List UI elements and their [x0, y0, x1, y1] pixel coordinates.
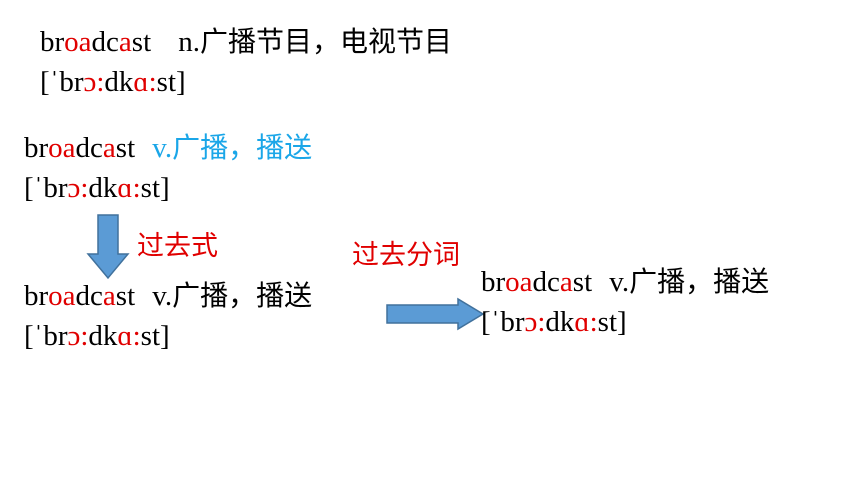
- past-word-line: broadcast v.广播，播送: [24, 276, 312, 316]
- phonetic-part: [ˈbr: [24, 172, 68, 204]
- verb-word-line: broadcast v.广播，播送: [24, 128, 312, 168]
- word-part: br: [40, 26, 65, 58]
- past-tense-entry: broadcast v.广播，播送 [ˈbrɔ:dkɑ:st]: [24, 276, 312, 356]
- word-part-highlight: a: [118, 26, 132, 58]
- word-part-highlight: a: [102, 280, 116, 312]
- word-part: br: [24, 280, 49, 312]
- word-part-highlight: oa: [48, 132, 76, 164]
- past-participle-entry: broadcast v.广播，播送 [ˈbrɔ:dkɑ:st]: [481, 262, 769, 342]
- phonetic-part-highlight: ɑ:: [117, 172, 141, 204]
- meaning: 广播，播送: [629, 265, 770, 298]
- noun-word-line: broadcast n.广播节目，电视节目: [40, 22, 452, 62]
- part-of-speech: v.: [609, 266, 630, 298]
- word-part-highlight: oa: [48, 280, 76, 312]
- verb-entry: broadcast v.广播，播送 [ˈbrɔ:dkɑ:st]: [24, 128, 312, 208]
- phonetic-part-highlight: ɑ:: [574, 306, 598, 338]
- participle-phonetic-line: [ˈbrɔ:dkɑ:st]: [481, 302, 769, 342]
- meaning: 广播节目，电视节目: [199, 25, 452, 58]
- phonetic-part: st]: [140, 172, 170, 204]
- phonetic-part: [ˈbr: [481, 306, 525, 338]
- past-tense-label: 过去式: [137, 231, 218, 262]
- part-of-speech: v.: [152, 280, 173, 312]
- noun-entry: broadcast n.广播节目，电视节目 [ˈbrɔ:dkɑ:st]: [40, 22, 452, 102]
- word-part: dc: [75, 280, 103, 312]
- phonetic-part-highlight: ɔ:: [524, 306, 546, 338]
- word-part-highlight: oa: [64, 26, 92, 58]
- phonetic-part: dk: [88, 172, 118, 204]
- word-part: st: [115, 280, 136, 312]
- word-part-highlight: a: [102, 132, 116, 164]
- word-part: dc: [91, 26, 119, 58]
- phonetic-part: st]: [597, 306, 627, 338]
- meaning: 广播，播送: [172, 131, 313, 164]
- meaning: 广播，播送: [172, 279, 313, 312]
- arrow-right-icon: [386, 297, 485, 331]
- phonetic-part-highlight: ɔ:: [67, 172, 89, 204]
- participle-word-line: broadcast v.广播，播送: [481, 262, 769, 302]
- phonetic-part: [ˈbr: [40, 66, 84, 98]
- phonetic-part: [ˈbr: [24, 320, 68, 352]
- phonetic-part-highlight: ɔ:: [67, 320, 89, 352]
- phonetic-part-highlight: ɑ:: [133, 66, 157, 98]
- past-participle-label: 过去分词: [352, 240, 460, 271]
- verb-phonetic-line: [ˈbrɔ:dkɑ:st]: [24, 168, 312, 208]
- phonetic-part: dk: [104, 66, 134, 98]
- phonetic-part: dk: [545, 306, 575, 338]
- word-part: st: [572, 266, 593, 298]
- word-part: dc: [75, 132, 103, 164]
- word-part: br: [24, 132, 49, 164]
- word-part-highlight: oa: [505, 266, 533, 298]
- phonetic-part-highlight: ɔ:: [83, 66, 105, 98]
- word-part-highlight: a: [559, 266, 573, 298]
- word-part: dc: [532, 266, 560, 298]
- word-part: st: [131, 26, 152, 58]
- arrow-down-icon: [86, 214, 130, 280]
- word-part: st: [115, 132, 136, 164]
- noun-phonetic-line: [ˈbrɔ:dkɑ:st]: [40, 62, 452, 102]
- phonetic-part: st]: [140, 320, 170, 352]
- phonetic-part: dk: [88, 320, 118, 352]
- past-phonetic-line: [ˈbrɔ:dkɑ:st]: [24, 316, 312, 356]
- part-of-speech: n.: [178, 26, 200, 58]
- phonetic-part: st]: [156, 66, 186, 98]
- phonetic-part-highlight: ɑ:: [117, 320, 141, 352]
- part-of-speech: v.: [152, 132, 173, 164]
- word-part: br: [481, 266, 506, 298]
